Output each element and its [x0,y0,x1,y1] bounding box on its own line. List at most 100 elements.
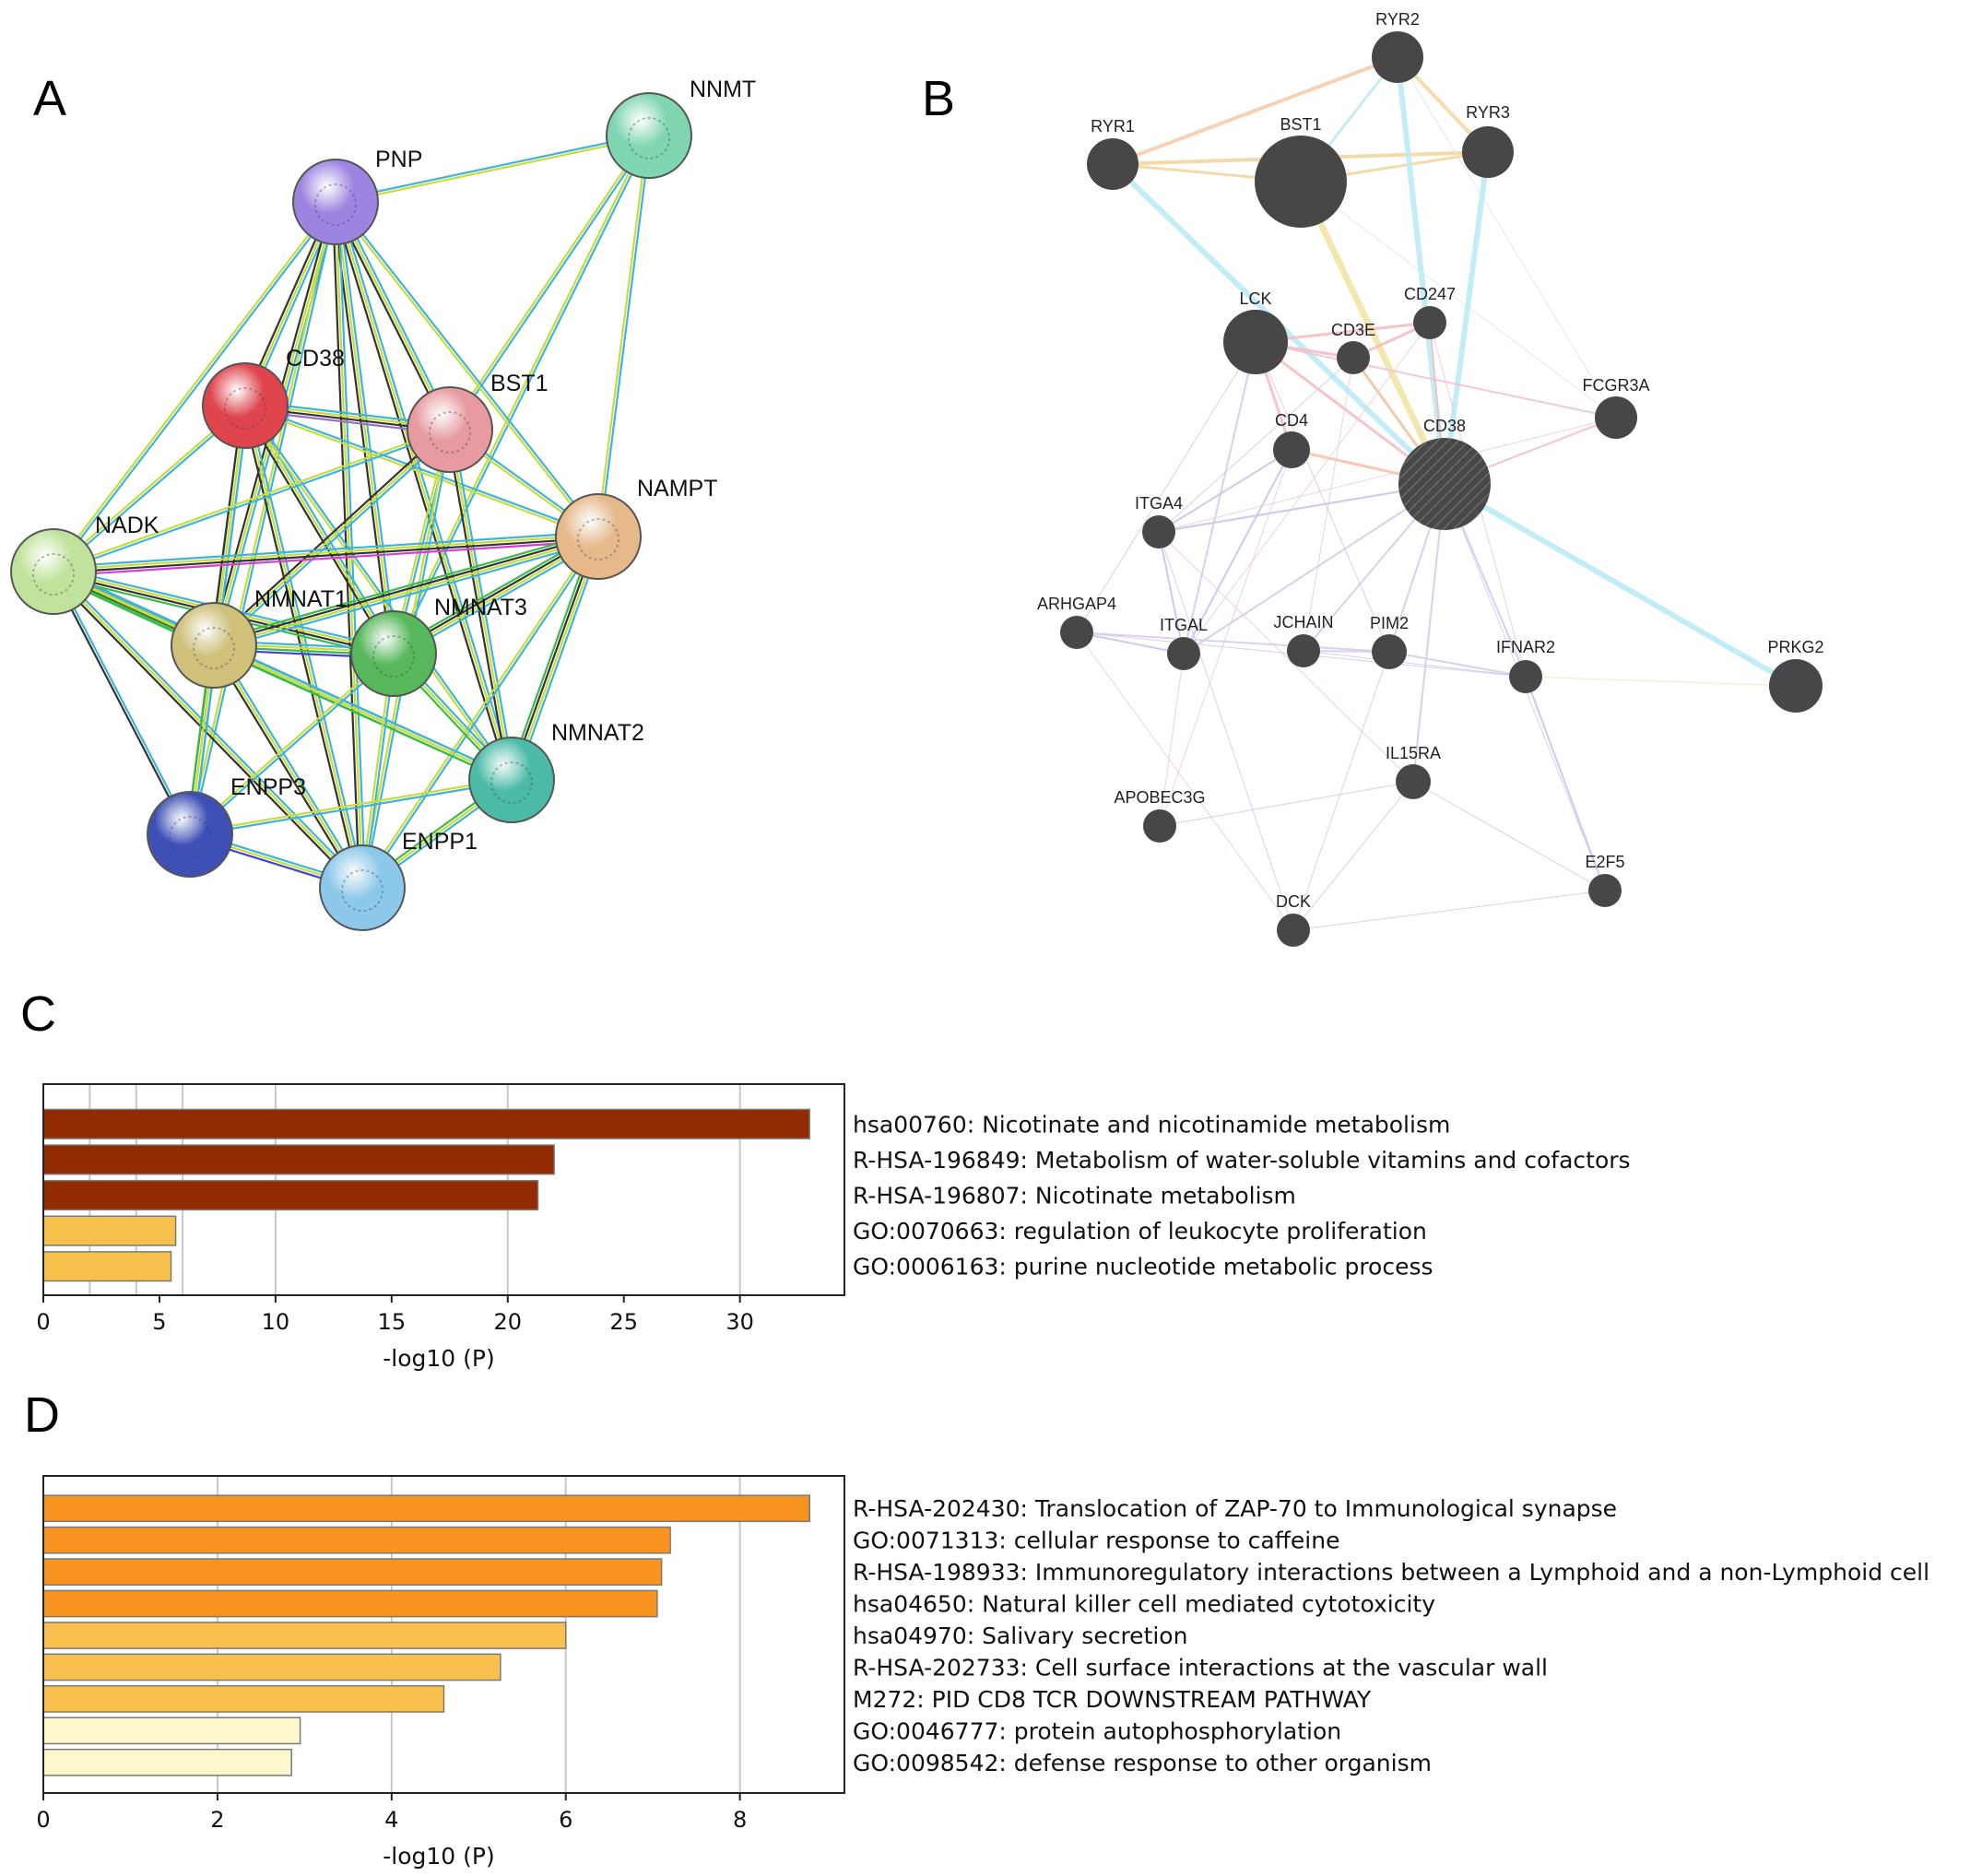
protein-structure-icon [314,183,357,226]
edge-lck-arhgap4 [1076,341,1256,633]
node-b-prkg2 [1769,659,1823,713]
node-a-label-pnp: PNP [375,147,422,172]
panel-letter-c: C [20,986,56,1042]
node-b-fcgr3a [1595,396,1637,439]
edge-nnmt-nmnat3 [394,136,652,655]
edge-cd38-nmnat2 [245,404,514,780]
x-axis-title: -log10 (P) [383,1843,494,1870]
edge-nampt-nmnat1 [213,534,598,645]
bar-d-0 [42,1494,810,1523]
term-label-c-2: R-HSA-196807: Nicotinate metabolism [853,1183,1296,1209]
protein-structure-icon [193,627,235,669]
term-label-d-7: GO:0046777: protein autophosphorylation [853,1717,1341,1744]
bar-d-6 [42,1685,445,1713]
x-axis-title: -log10 (P) [383,1345,494,1372]
network-a-edges [50,133,652,892]
node-b-label-ryr2: RYR2 [1375,10,1420,29]
edge-cd38-nampt [245,403,599,537]
edge-pnp-nmnat2 [331,202,510,782]
term-label-c-3: GO:0070663: regulation of leukocyte prol… [853,1218,1427,1245]
term-label-d-1: GO:0071313: cellular response to caffein… [853,1528,1339,1554]
protein-structure-icon [490,761,533,804]
node-b-label-pim2: PIM2 [1370,614,1409,632]
protein-structure-icon [169,816,211,858]
node-a-label-nmnat3: NMNAT3 [434,595,527,620]
node-b-label-cd4: CD4 [1275,411,1308,430]
protein-structure-icon [224,387,266,430]
node-b-label-cd247: CD247 [1404,285,1456,303]
protein-structure-icon [32,553,75,596]
edge-nmnat1-enpp1 [210,646,361,891]
edge-nmnat1-enpp1 [215,643,366,887]
node-b-ryr2 [1372,31,1423,83]
edge-pnp-nnmt [335,133,649,202]
node-a-nmnat1 [171,602,257,689]
node-a-pnp [292,159,379,245]
edge-nmnat2-enpp3 [190,780,513,837]
node-a-nnmt [606,92,692,179]
node-b-label-itga4: ITGA4 [1135,494,1183,513]
node-b-label-il15ra: IL15RA [1386,744,1441,762]
edge-itga4-il15ra [1158,531,1414,783]
term-label-c-4: GO:0006163: purine nucleotide metabolic … [853,1254,1433,1280]
edge-bst1-nmnat1 [211,426,449,644]
edge-pnp-nmnat3 [337,201,398,654]
edge-arhgap4-pim2 [1076,631,1390,653]
bar-d-7 [42,1717,301,1745]
plot-frame [42,1475,845,1794]
node-a-label-nmnat2: NMNAT2 [551,720,644,746]
node-b-arhgap4 [1060,616,1093,649]
edge-pnp-nampt [336,200,601,537]
panel-letter-a: A [33,71,66,126]
edge-cd38-il15ra [1412,483,1445,783]
edge-nadk-enpp1 [54,568,366,887]
x-tick-label: 4 [384,1807,398,1833]
edge-ifnar2-e2f5 [1525,676,1606,891]
protein-structure-icon [577,518,619,560]
x-tick-label: 0 [36,1309,50,1335]
edge-dck-il15ra [1292,781,1414,931]
node-a-nampt [555,493,642,580]
node-a-label-nadk: NADK [95,513,159,538]
edge-pnp-enpp3 [187,201,336,834]
node-b-dck [1277,914,1310,947]
bars: R-HSA-202430: Translocation of ZAP-70 to… [42,1494,1929,1776]
node-b-ryr3 [1462,126,1514,178]
node-b-pim2 [1372,634,1407,669]
bar-d-5 [42,1653,501,1681]
edge-bst1-fcgr3a [1300,181,1617,419]
edge-lck-itgal [1183,341,1256,655]
x-tick-label: 30 [726,1309,754,1335]
edge-cd247-itgal [1183,322,1431,655]
panel-letter-d: D [24,1387,60,1443]
node-a-nmnat3 [350,610,437,697]
node-b-label-cd3e: CD3E [1331,321,1375,339]
edge-bst1-nmnat1 [213,429,451,646]
edge-cd4-itga4 [1158,449,1292,533]
edge-e2f5-il15ra [1412,781,1606,891]
node-a-cd38 [202,362,289,449]
node-b-label-dck: DCK [1276,892,1311,911]
protein-structure-icon [628,117,670,159]
edge-nmnat3-enpp3 [188,651,394,834]
edge-pnp-nmnat3 [334,201,395,655]
edge-itgal-cd38 [1183,483,1445,655]
node-b-ifnar2 [1509,660,1542,693]
protein-structure-icon [429,411,471,454]
bar-d-3 [42,1589,658,1618]
node-b-lck [1223,310,1288,374]
edge-nnmt-bst1 [447,134,649,430]
edge-cd3e-itga4 [1158,357,1354,533]
node-b-label-itgal: ITGAL [1160,616,1208,634]
node-a-label-bst1: BST1 [490,371,549,396]
protein-structure-icon [372,635,415,678]
x-tick-label: 8 [733,1807,747,1833]
node-a-nmnat2 [468,737,555,823]
edge-pnp-nmnat2 [334,201,513,781]
bar-c-2 [42,1179,539,1211]
edge-nnmt-nampt [598,136,652,537]
